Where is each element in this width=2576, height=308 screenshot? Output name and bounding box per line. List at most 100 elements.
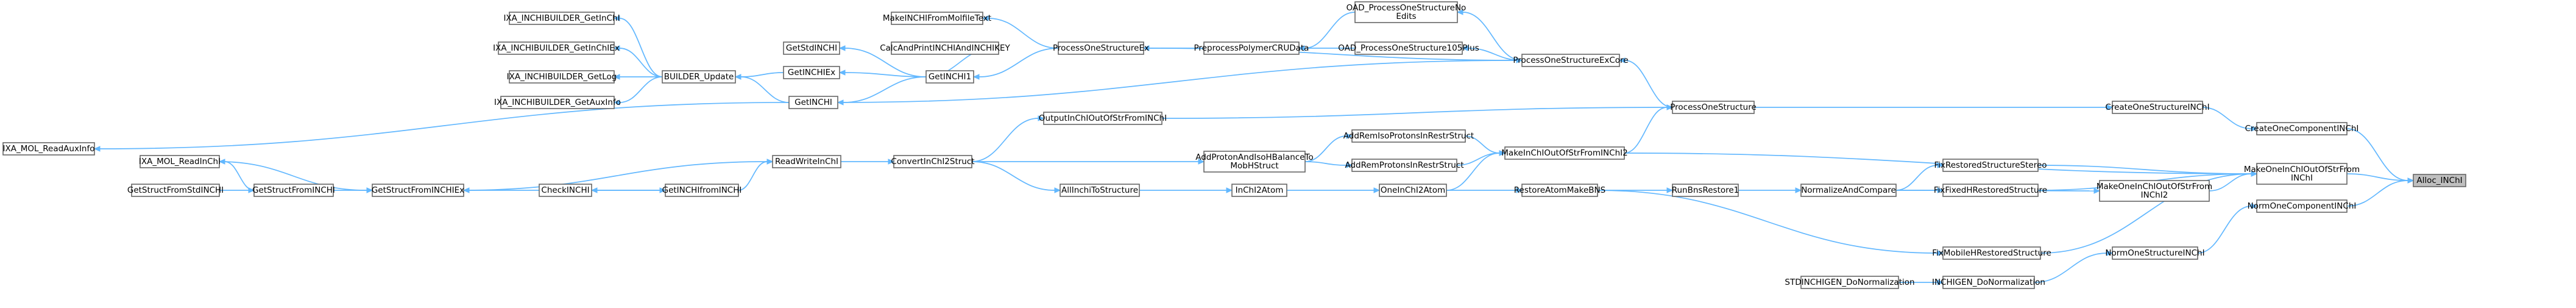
node-box	[253, 184, 334, 197]
node-box	[1942, 276, 2035, 289]
node-label: CalcAndPrintINCHIAndINCHIKEY	[880, 43, 1010, 53]
node-processonestructureex[interactable]: ProcessOneStructureEx	[1053, 41, 1149, 55]
node-label: IXA_INCHIBUILDER_GetInChI	[503, 13, 620, 23]
node-getstdinchi[interactable]: GetStdINCHI	[783, 41, 840, 55]
node-box	[131, 184, 220, 197]
node-box	[509, 12, 615, 25]
edge-ixa-mol-readinchi-to-getstructfrominchiex	[219, 161, 373, 193]
node-normonestructureinchi[interactable]: NormOneStructureINChI	[2105, 246, 2205, 260]
node-alloc-inchi[interactable]: Alloc_INChI	[2413, 174, 2466, 187]
node-ixa-inchibuilder-getinchi[interactable]: IXA_INCHIBUILDER_GetInChI	[503, 12, 620, 25]
edge-runbnsrestore1-to-normalizeandcompare	[1738, 187, 1802, 193]
node-label: AllInchiToStructure	[1061, 185, 1138, 195]
node-addremprotonsinrestrstruct[interactable]: AddRemProtonsInRestrStruct	[1345, 159, 1464, 172]
node-label: OAD_ProcessOneStructure105Plus	[1338, 43, 1479, 53]
node-label: INChI2	[2141, 190, 2168, 200]
node-addremisoprotonsinrestrstruct[interactable]: AddRemIsoProtonsInRestrStruct	[1343, 129, 1474, 143]
node-convertinchi2struct[interactable]: ConvertInChI2Struct	[891, 155, 975, 168]
node-label: GetStructFromStdINCHI	[127, 185, 224, 195]
node-box	[783, 41, 840, 55]
node-readwriteinchi[interactable]: ReadWriteInChI	[772, 155, 841, 168]
node-normonecomponentinchi[interactable]: NormOneComponentINChI	[2248, 199, 2357, 213]
edge-addprotonandisohbalancetomobhstruct-to-addremisoprotonsinrestrstruct	[1304, 133, 1353, 162]
node-label: BUILDER_Update	[664, 72, 734, 82]
edge-allinchitostructure-to-inchi2atom	[1139, 187, 1233, 193]
node-label: CreateOneStructureINChI	[2105, 102, 2209, 112]
node-box	[2256, 199, 2348, 213]
node-label: AddRemIsoProtonsInRestrStruct	[1343, 131, 1474, 141]
node-box	[539, 184, 592, 197]
node-label: OneInChI2Atom	[1381, 185, 1445, 195]
node-allinchitostructure[interactable]: AllInchiToStructure	[1060, 184, 1140, 197]
node-processonestructure[interactable]: ProcessOneStructure	[1670, 101, 1757, 114]
node-box	[509, 70, 615, 84]
node-oad-processonestructure105plus[interactable]: OAD_ProcessOneStructure105Plus	[1338, 41, 1479, 55]
node-label: RestoreAtomMakeBNS	[1514, 185, 1605, 195]
node-checkinchi[interactable]: CheckINCHI	[539, 184, 592, 197]
edge-getinchi1-to-getinchi	[837, 76, 927, 106]
node-fixfixedhrestoredstructure[interactable]: FixFixedHRestoredStructure	[1934, 184, 2047, 197]
node-normalizeandcompare[interactable]: NormalizeAndCompare	[1800, 184, 1897, 197]
node-inchi2atom[interactable]: InChI2Atom	[1231, 184, 1287, 197]
node-getstructfrominchiex[interactable]: GetStructFromINCHIEx	[372, 184, 464, 197]
edge-restoreatommakebns-to-fixmobilehrestoredstructure	[1597, 190, 1944, 256]
node-processonestructureexcore[interactable]: ProcessOneStructureExCore	[1513, 54, 1629, 67]
node-makeinchifrommolfiletext[interactable]: MakeINCHIFromMolfileText	[883, 12, 991, 25]
node-label: IXA_MOL_ReadAuxInfo	[2, 144, 94, 154]
node-label: GetStructFromINCHI	[252, 185, 335, 195]
node-box	[2112, 246, 2198, 260]
node-getinchiex[interactable]: GetINCHIEx	[783, 66, 840, 79]
node-ixa-inchibuilder-getlog[interactable]: IXA_INCHIBUILDER_GetLog	[507, 70, 617, 84]
node-builder-update[interactable]: BUILDER_Update	[662, 70, 736, 84]
node-makeinchioutofstrfrominchi2[interactable]: MakeInChIOutOfStrFromINChI2	[1501, 146, 1628, 160]
node-ixa-mol-readinchi[interactable]: IXA_MOL_ReadInChI	[139, 155, 221, 168]
node-preprocesspolymercrudata[interactable]: PreprocessPolymerCRUData	[1194, 41, 1309, 55]
edge-outputinchioutofstrfrominchi-to-processonestructure	[1161, 104, 1674, 119]
node-label: INCHIGEN_DoNormalization	[1932, 278, 2045, 287]
node-inchigen-donormalization[interactable]: INCHIGEN_DoNormalization	[1932, 276, 2045, 289]
node-ixa-inchibuilder-getauxinfo[interactable]: IXA_INCHIBUILDER_GetAuxInfo	[494, 96, 621, 109]
node-box	[1800, 276, 1899, 289]
edge-oad-processonestructure105plus-to-preprocesspolymercrudata	[1298, 45, 1355, 51]
node-box	[891, 41, 999, 55]
node-box	[1800, 184, 1897, 197]
node-getinchi1[interactable]: GetINCHI1	[925, 70, 974, 84]
node-getstructfromstdinchi[interactable]: GetStructFromStdINCHI	[127, 184, 224, 197]
node-getinchifrominchi[interactable]: GetINCHIfromINCHI	[662, 184, 742, 197]
node-box	[662, 70, 736, 84]
node-box	[1043, 112, 1162, 125]
node-box	[2112, 101, 2203, 114]
edge-getinchi1-to-getstdinchi	[838, 45, 927, 77]
node-label: GetINCHI	[794, 98, 832, 107]
node-stdinchigen-donormalization[interactable]: STDINCHIGEN_DoNormalization	[1785, 276, 1915, 289]
node-ixa-mol-readauxinfo[interactable]: IXA_MOL_ReadAuxInfo	[2, 142, 95, 156]
node-runbnsrestore1[interactable]: RunBnsRestore1	[1672, 184, 1739, 197]
node-oneinchi2atom[interactable]: OneInChI2Atom	[1379, 184, 1447, 197]
node-label: GetStructFromINCHIEx	[372, 185, 464, 195]
node-restoreatommakebns[interactable]: RestoreAtomMakeBNS	[1514, 184, 1605, 197]
node-createonecomponentinchi[interactable]: CreateOneComponentINChI	[2245, 122, 2359, 135]
node-calcandprintinchiandinchikey[interactable]: CalcAndPrintINCHIAndINCHIKEY	[880, 41, 1011, 55]
edge-builder-update-to-ixa-inchibuilder-getauxinfo	[613, 76, 663, 106]
node-createonestructureinchi[interactable]: CreateOneStructureINChI	[2105, 101, 2210, 114]
node-getinchi[interactable]: GetINCHI	[788, 96, 838, 109]
node-ixa-inchibuilder-getinchiex[interactable]: IXA_INCHIBUILDER_GetInChIEx	[493, 41, 620, 55]
node-box	[1521, 54, 1620, 67]
node-box	[1942, 159, 2039, 172]
node-label: AddProtonAndIsoHBalanceTo	[1195, 152, 1314, 162]
edge-processonestructureexcore-to-oad-processonestructurenoedits	[1456, 9, 1523, 61]
edge-restoreatommakebns-to-runbnsrestore1	[1597, 187, 1674, 193]
node-getstructfrominchi[interactable]: GetStructFromINCHI	[252, 184, 335, 197]
node-fixrestoredstructurestereo[interactable]: FixRestoredStructureStereo	[1934, 159, 2047, 172]
node-box	[1379, 184, 1447, 197]
node-label: GetINCHI1	[929, 72, 971, 82]
node-box	[500, 96, 615, 109]
node-outputinchioutofstrfrominchi[interactable]: OutputInChIOutOfStrFromINChI	[1039, 112, 1167, 125]
node-label: INChI	[2291, 173, 2313, 183]
node-fixmobilehrestoredstructure[interactable]: FixMobileHRestoredStructure	[1932, 246, 2051, 260]
node-label: AddRemProtonsInRestrStruct	[1345, 160, 1463, 170]
